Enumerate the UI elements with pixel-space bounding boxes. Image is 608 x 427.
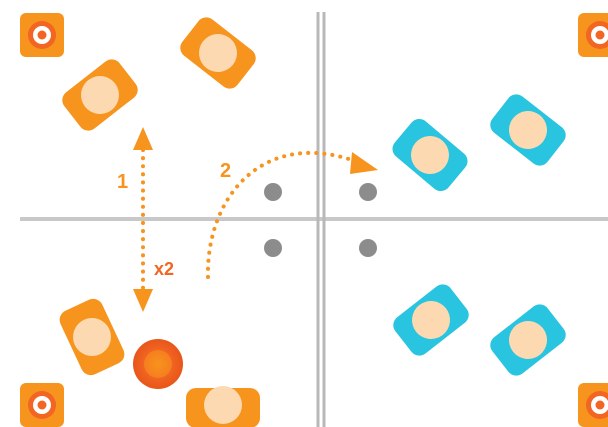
corner-target-icon	[20, 383, 64, 427]
player-topdown-icon	[389, 280, 472, 359]
cone-marker-icon	[264, 183, 282, 201]
player-topdown-icon	[486, 300, 569, 379]
curved-run-arrow	[208, 152, 378, 277]
step-2-label: 2	[220, 160, 231, 182]
cone-marker-icon	[264, 239, 282, 257]
corner-target-icon	[20, 13, 64, 57]
ball-icon	[133, 339, 183, 389]
player-topdown-icon	[58, 55, 141, 134]
cone-marker-icon	[359, 183, 377, 201]
player-topdown-icon	[56, 296, 127, 379]
step-1-label: 1	[117, 171, 128, 193]
repeat-multiplier-label: x2	[154, 259, 174, 279]
player-topdown-icon	[186, 386, 260, 427]
arrowhead-up-icon	[133, 127, 153, 150]
corner-target-icon	[578, 13, 608, 57]
player-topdown-icon	[176, 13, 259, 92]
team-b-players	[388, 90, 569, 379]
corner-target-icon	[578, 383, 608, 427]
arrowhead-right-icon	[350, 152, 378, 174]
cone-marker-icon	[359, 239, 377, 257]
arrowhead-down-icon	[133, 289, 153, 312]
player-topdown-icon	[388, 115, 471, 195]
player-topdown-icon	[486, 90, 569, 169]
